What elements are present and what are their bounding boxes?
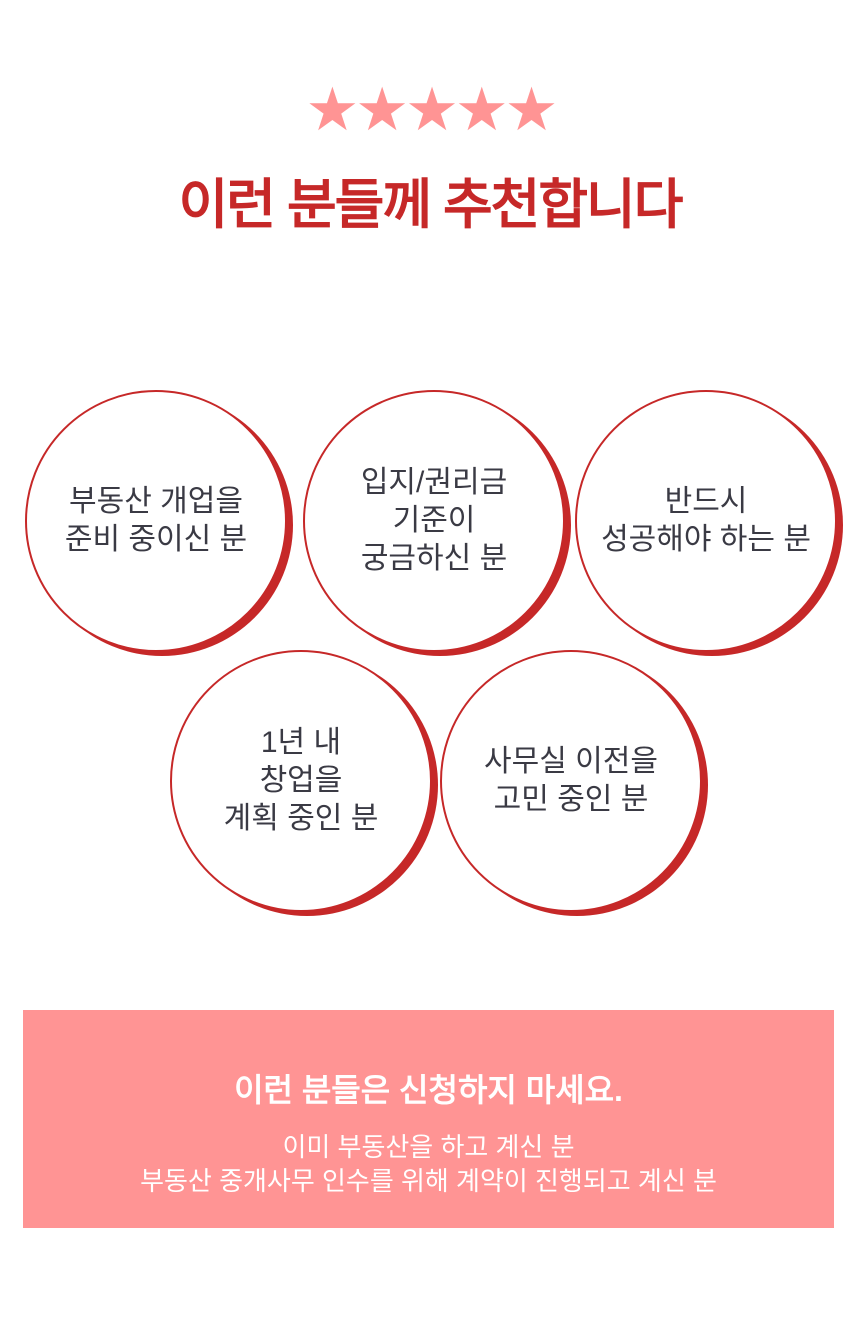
not-recommended-item: 이미 부동산을 하고 계신 분 [282,1132,575,1162]
recommend-circle-1: 부동산 개업을 준비 중이신 분 [25,390,287,652]
not-recommended-heading: 이런 분들은 신청하지 마세요. [234,1072,623,1108]
recommend-circle-3: 반드시 성공해야 하는 분 [575,390,837,652]
not-recommended-item: 부동산 중개사무 인수를 위해 계약이 진행되고 계신 분 [140,1166,717,1196]
recommend-circle-5: 사무실 이전을 고민 중인 분 [440,650,702,912]
recommend-circle-2: 입지/권리금 기준이 궁금하신 분 [303,390,565,652]
not-recommended-box: 이런 분들은 신청하지 마세요. 이미 부동산을 하고 계신 분 부동산 중개사… [23,1010,834,1228]
star-rating-icon: ★★★★★ [305,76,559,143]
recommend-circle-4: 1년 내 창업을 계획 중인 분 [170,650,432,912]
page-title: 이런 분들께 추천합니다 [178,175,684,235]
